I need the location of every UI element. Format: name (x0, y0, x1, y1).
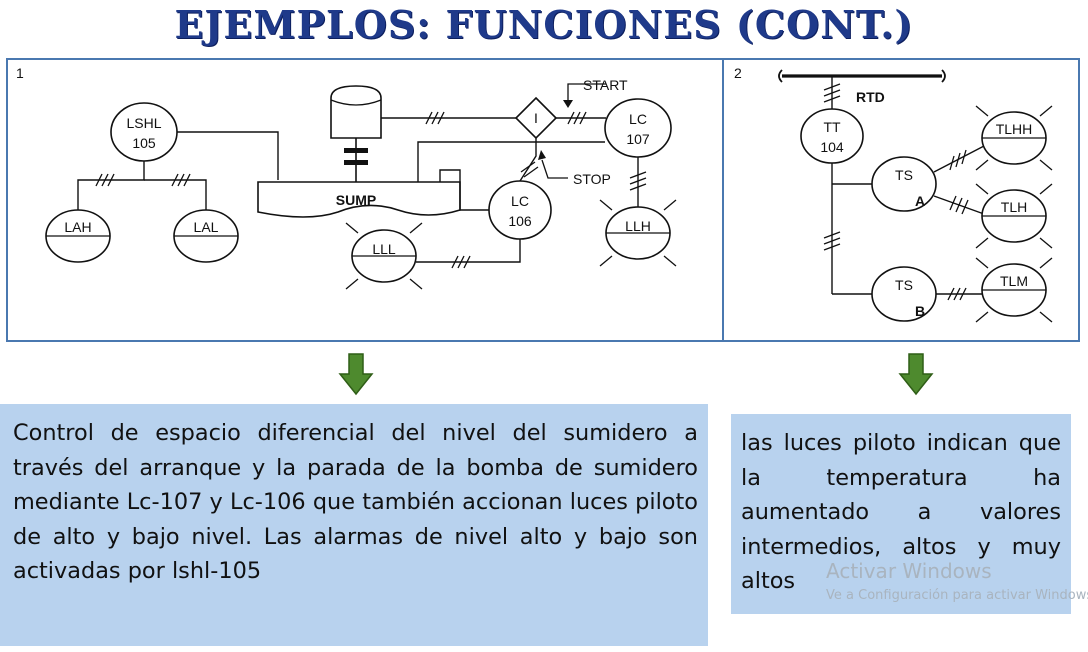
diagram-2-temperature-alarms: 2 RTD TT 104 TS A TS B (734, 65, 1053, 323)
llh-label: LLH (625, 218, 651, 234)
lc106-number: 106 (508, 213, 532, 229)
diagram-1-number: 1 (16, 65, 24, 81)
diagram-frame: 1 LSHL 105 LAH LAL (6, 58, 1080, 342)
tsa-sub: A (915, 193, 925, 209)
lc-107-bubble (604, 98, 672, 158)
ts-b-bubble (871, 266, 937, 322)
lc107-number: 107 (626, 131, 650, 147)
lshl-label: LSHL (126, 115, 161, 131)
diagram-2-number: 2 (734, 65, 742, 81)
sump-pump-motor (330, 85, 382, 182)
description-box-1: Control de espacio diferencial del nivel… (0, 404, 708, 646)
ts-a-bubble (871, 156, 937, 212)
tt-ts-hash (823, 231, 841, 251)
lc107-sump-line (417, 141, 605, 182)
lc107-llh-hash (629, 171, 647, 191)
lshl-lal-line (144, 179, 207, 210)
tt-label: TT (823, 119, 841, 135)
lc106-lll-hash (451, 255, 471, 269)
tlhh-label: TLHH (996, 121, 1033, 137)
tsa-tlhh-line (933, 145, 985, 173)
tt-number: 104 (820, 139, 844, 155)
tsb-sub: B (915, 303, 925, 319)
diagram-divider (722, 60, 724, 340)
tlh-label: TLH (1001, 199, 1027, 215)
stop-label: STOP (573, 171, 611, 187)
watermark-title: Activar Windows (826, 559, 992, 583)
tsa-label: TS (895, 167, 913, 183)
tlm-pilot-light (975, 257, 1053, 323)
lshl-lah-line (77, 161, 145, 210)
tsb-label: TS (895, 277, 913, 293)
tsa-tlh-hash (949, 195, 969, 215)
lc106-lll-line (416, 239, 521, 263)
lshl-number: 105 (132, 135, 156, 151)
lshl-105-bubble (110, 102, 178, 162)
rtd-hash (823, 83, 841, 103)
interlock-lc107-hash (567, 111, 587, 125)
lc106-label: LC (511, 193, 529, 209)
motor-interlock-hash (425, 111, 445, 125)
lal-label: LAL (194, 219, 219, 235)
tlm-label: TLM (1000, 273, 1028, 289)
lshl-sump-line (177, 131, 279, 180)
lshl-lah-signal-hash (95, 173, 115, 187)
lc106-interlock-line (519, 138, 537, 182)
start-arrow (567, 83, 606, 102)
lah-label: LAH (64, 219, 91, 235)
stop-arrow (541, 159, 568, 179)
lc106-sump-line (439, 169, 489, 211)
tsa-tlhh-hash (949, 149, 967, 171)
start-label: START (583, 77, 628, 93)
lc-106-bubble (488, 180, 552, 240)
sump-label: SUMP (336, 192, 376, 208)
lll-pilot-light (345, 222, 423, 290)
tlhh-pilot-light (975, 105, 1053, 171)
rtd-label: RTD (856, 89, 885, 105)
diagram-1-sump-level-control: 1 LSHL 105 LAH LAL (16, 65, 677, 290)
page-title: EJEMPLOS: FUNCIONES (CONT.) (174, 2, 914, 47)
description-box-2: las luces piloto indican que la temperat… (731, 414, 1071, 614)
lshl-lal-signal-hash (171, 173, 191, 187)
lc107-label: LC (629, 111, 647, 127)
down-arrow-left-icon (338, 353, 374, 396)
sump-tank (257, 181, 461, 218)
watermark-subtitle: Ve a Configuración para activar Windows. (826, 588, 1088, 603)
interlock-label: I (534, 110, 538, 126)
llh-pilot-light (599, 199, 677, 267)
tsb-tlm-hash (947, 287, 967, 301)
tlh-pilot-light (975, 183, 1053, 249)
lc106-interlock-hash (520, 161, 539, 178)
down-arrow-right-icon (898, 353, 934, 396)
process-pipe (778, 69, 946, 83)
lll-label: LLL (372, 241, 396, 257)
